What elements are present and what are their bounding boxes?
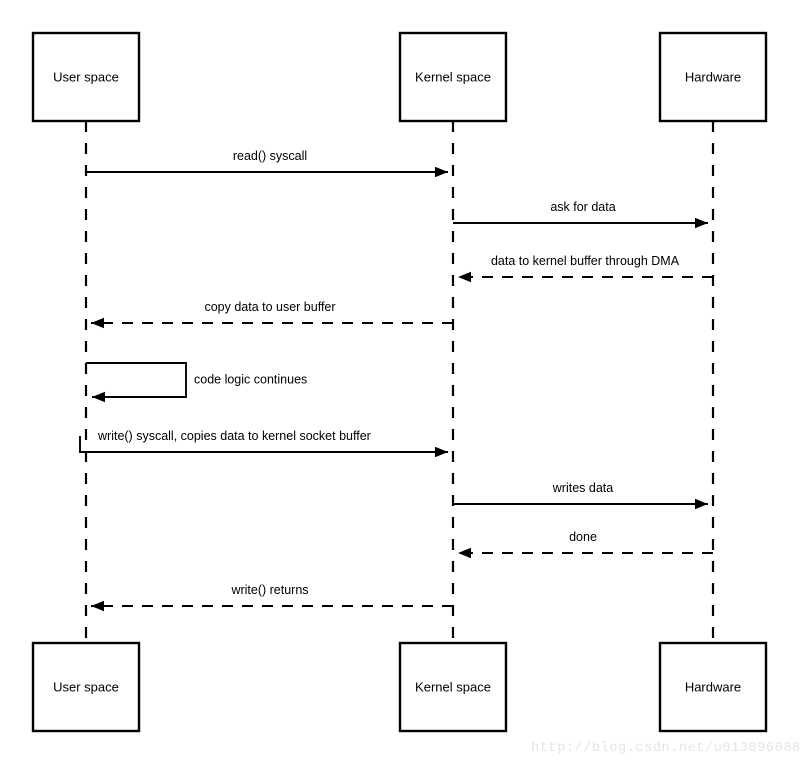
message-label: write() returns: [230, 583, 308, 597]
participant-boxes-top: User space Kernel space Hardware: [31, 31, 768, 123]
message-copy-data-to-user-buffer[interactable]: copy data to user buffer: [91, 300, 453, 329]
message-read-syscall[interactable]: read() syscall: [86, 149, 448, 178]
message-write-returns[interactable]: write() returns: [91, 583, 453, 612]
watermark-text: http://blog.csdn.net/u013096088: [531, 741, 800, 756]
message-done[interactable]: done: [458, 530, 713, 559]
participant-boxes-bottom: User space Kernel space Hardware: [31, 641, 768, 733]
message-data-to-kernel-buffer-dma[interactable]: data to kernel buffer through DMA: [458, 254, 713, 283]
message-arrow: [79, 436, 448, 458]
message-label: done: [569, 530, 597, 544]
participant-head-label: Hardware: [685, 69, 741, 84]
self-message-label: code logic continues: [194, 372, 307, 386]
messages-layer: read() syscall ask for data data to kernel…: [79, 149, 713, 612]
message-label: read() syscall: [233, 149, 307, 163]
participant-foot-label: User space: [53, 679, 119, 694]
message-ask-for-data[interactable]: ask for data: [453, 200, 708, 229]
participant-foot-hardware[interactable]: Hardware: [658, 641, 768, 733]
participant-head-kernel[interactable]: Kernel space: [398, 31, 508, 123]
message-label: write() syscall, copies data to kernel s…: [97, 429, 371, 443]
participant-foot-user[interactable]: User space: [31, 641, 141, 733]
participant-foot-kernel[interactable]: Kernel space: [398, 641, 508, 733]
message-writes-data[interactable]: writes data: [453, 481, 708, 510]
message-label: ask for data: [550, 200, 615, 214]
message-label: writes data: [552, 481, 613, 495]
self-message-arrow: [86, 362, 187, 403]
participant-head-hardware[interactable]: Hardware: [658, 31, 768, 123]
message-label: copy data to user buffer: [204, 300, 335, 314]
participant-foot-label: Kernel space: [415, 679, 491, 694]
participant-foot-label: Hardware: [685, 679, 741, 694]
lifelines-layer: [84, 121, 715, 643]
self-message-code-logic-continues[interactable]: code logic continues: [86, 362, 307, 403]
message-label: data to kernel buffer through DMA: [491, 254, 680, 268]
participant-head-user[interactable]: User space: [31, 31, 141, 123]
watermark-layer: http://blog.csdn.net/u013096088: [531, 741, 800, 756]
message-write-syscall[interactable]: write() syscall, copies data to kernel s…: [79, 429, 448, 458]
participant-head-label: User space: [53, 69, 119, 84]
participant-head-label: Kernel space: [415, 69, 491, 84]
